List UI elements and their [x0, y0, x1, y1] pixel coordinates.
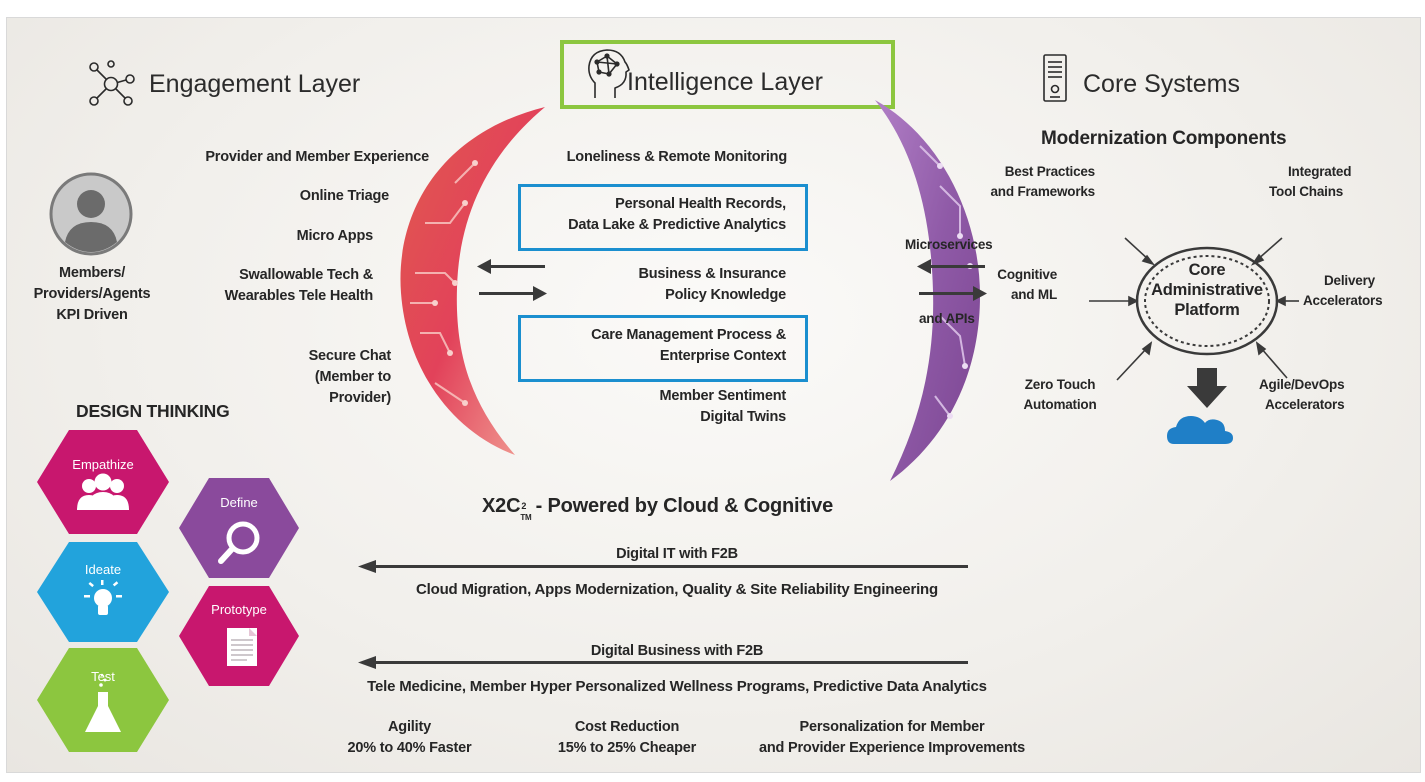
server-icon: [1043, 54, 1067, 102]
engagement-item: Provider): [329, 390, 391, 406]
design-thinking-hexagons: [37, 430, 299, 752]
sentiment-label: Member Sentiment Digital Twins: [518, 386, 786, 428]
digital-business-arrow: [358, 656, 968, 669]
core-platform-label: Core Administrative Platform: [1137, 260, 1277, 320]
x2c-main: X2C: [482, 495, 521, 517]
network-icon: [89, 60, 135, 106]
user-label: Members/ Providers/Agents KPI Driven: [17, 263, 167, 326]
agility-benefit: Agility 20% to 40% Faster: [337, 717, 482, 759]
agility-line: Agility: [388, 719, 431, 735]
best-practices-line: and Frameworks: [990, 184, 1096, 199]
care-line: Enterprise Context: [659, 348, 786, 364]
cognitive-line: Cognitive: [997, 267, 1057, 282]
agility-line: 20% to 40% Faster: [347, 740, 472, 756]
integrated-label: Integrated Tool Chains: [1269, 162, 1389, 202]
personalization-line: Personalization for Member: [799, 719, 985, 735]
modernization-subtitle: Modernization Components: [1041, 128, 1287, 149]
user-label-line: Providers/Agents: [33, 286, 151, 302]
cognitive-label: Cognitive and ML: [987, 265, 1057, 305]
care-box: [518, 315, 808, 382]
engagement-item: Swallowable Tech &: [239, 267, 373, 283]
right-exchange-arrows: [917, 259, 987, 301]
microservices-label: Microservices: [905, 237, 993, 252]
digital-it-arrow: [358, 560, 968, 573]
test-label: Test: [91, 669, 115, 684]
cognitive-line: and ML: [1010, 287, 1057, 302]
business-line: Business & Insurance: [638, 266, 787, 282]
business-label: Business & Insurance Policy Knowledge: [518, 264, 787, 306]
phr-label: Personal Health Records, Data Lake & Pre…: [518, 194, 786, 236]
phr-line: Personal Health Records,: [615, 196, 786, 212]
user-label-line: KPI Driven: [56, 307, 128, 323]
personalization-benefit: Personalization for Member and Provider …: [747, 717, 1037, 759]
delivery-label: Delivery Accelerators: [1303, 271, 1413, 311]
zero-touch-line: Zero Touch: [1024, 377, 1096, 392]
best-practices-line: Best Practices: [1004, 164, 1095, 179]
zero-touch-line: Automation: [1023, 397, 1097, 412]
integrated-line: Integrated: [1288, 164, 1352, 179]
agile-label: Agile/DevOps Accelerators: [1259, 375, 1379, 415]
digital-business-label: Digital Business with F2B: [590, 643, 764, 659]
digital-it-label: Digital IT with F2B: [616, 546, 738, 562]
core-platform-line: Core: [1188, 261, 1226, 279]
digital-business-desc: Tele Medicine, Member Hyper Personalized…: [367, 678, 987, 695]
delivery-line: Delivery: [1324, 273, 1375, 288]
integrated-line: Tool Chains: [1269, 184, 1344, 199]
personalization-line: and Provider Experience Improvements: [759, 740, 1025, 756]
cost-benefit: Cost Reduction 15% to 25% Cheaper: [547, 717, 707, 759]
cost-line: Cost Reduction: [574, 719, 680, 735]
core-systems-title: Core Systems: [1083, 70, 1240, 98]
care-label: Care Management Process & Enterprise Con…: [518, 325, 786, 367]
cost-line: 15% to 25% Cheaper: [557, 740, 697, 756]
intelligence-layer-box: [560, 40, 895, 109]
engagement-layer-title: Engagement Layer: [149, 70, 361, 98]
agile-line: Agile/DevOps: [1259, 377, 1345, 392]
diagram-canvas: Engagement Layer Intelligence Layer Core: [6, 17, 1421, 773]
phr-box: [518, 184, 808, 251]
engagement-item: Online Triage: [299, 188, 389, 204]
phr-line: Data Lake & Predictive Analytics: [568, 217, 786, 233]
x2c-sub: TM: [520, 513, 532, 522]
empathize-label: Empathize: [72, 457, 134, 472]
left-exchange-arrows: [477, 259, 547, 301]
brain-head-icon: [588, 49, 630, 98]
ideate-label: Ideate: [84, 562, 122, 577]
core-crescent: [875, 100, 980, 481]
sentiment-line: Member Sentiment: [659, 388, 786, 404]
define-label: Define: [220, 495, 258, 510]
x2c-sup: 2: [521, 501, 527, 511]
core-platform-line: Administrative: [1151, 281, 1263, 299]
delivery-line: Accelerators: [1303, 293, 1383, 308]
zero-touch-label: Zero Touch Automation: [1015, 375, 1105, 415]
loneliness-label: Loneliness & Remote Monitoring: [566, 149, 788, 165]
sentiment-line: Digital Twins: [700, 409, 786, 425]
engagement-item: Micro Apps: [296, 228, 374, 244]
x2c-rest: - Powered by Cloud & Cognitive: [530, 495, 834, 517]
best-practices-label: Best Practices and Frameworks: [975, 162, 1096, 202]
intelligence-layer-title: Intelligence Layer: [627, 68, 823, 96]
define-hexagon: [179, 478, 299, 578]
care-line: Care Management Process &: [591, 327, 786, 343]
user-label-line: Members/: [58, 265, 126, 281]
user-avatar-icon: [49, 172, 133, 256]
design-thinking-title: DESIGN THINKING: [76, 401, 230, 421]
apis-label: and APIs: [919, 311, 975, 326]
core-platform-line: Platform: [1174, 301, 1240, 319]
engagement-item: (Member to: [314, 369, 391, 385]
engagement-crescent: [400, 107, 545, 455]
engagement-item: Provider and Member Experience: [205, 149, 429, 165]
core-platform-diagram: [1089, 237, 1299, 444]
digital-it-desc: Cloud Migration, Apps Modernization, Qua…: [416, 581, 938, 598]
engagement-item: Wearables Tele Health: [224, 288, 374, 304]
business-line: Policy Knowledge: [665, 287, 786, 303]
prototype-label: Prototype: [211, 602, 267, 617]
engagement-item: Secure Chat: [308, 348, 392, 364]
agile-line: Accelerators: [1265, 397, 1345, 412]
